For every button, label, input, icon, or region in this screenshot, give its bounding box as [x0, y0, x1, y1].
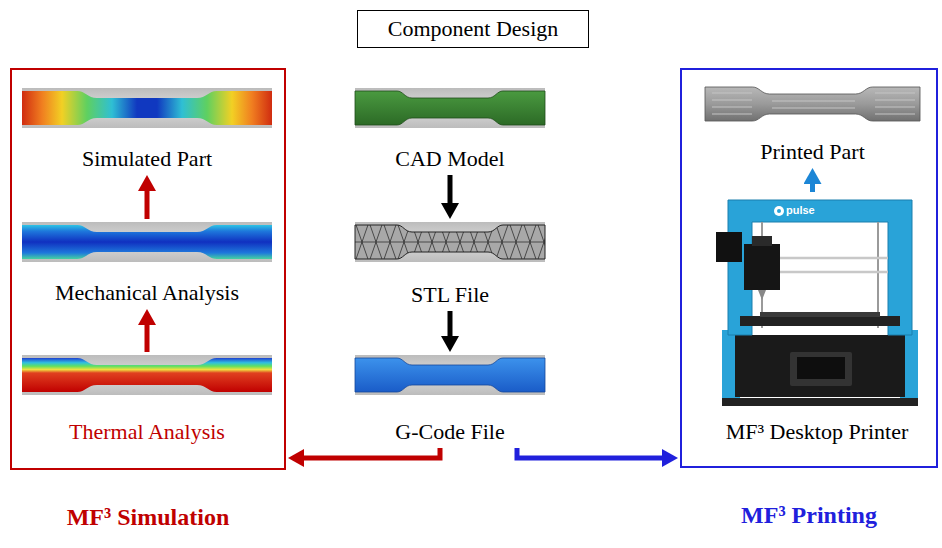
stage-caption: Simulated Part	[22, 146, 272, 172]
stl-mesh-image	[355, 225, 545, 259]
stl-mesh-image	[355, 222, 545, 262]
stage-caption: Mechanical Analysis	[22, 280, 272, 306]
simulated-part-image	[22, 91, 272, 125]
design-box: Component Design	[357, 10, 589, 48]
printing-panel: MF³ PrintingPrinted PartMF³ Desktop Prin…	[680, 68, 938, 468]
gcode-image	[355, 355, 545, 395]
stage-caption: G-Code File	[355, 419, 545, 445]
stage-image: Printed Part	[705, 80, 920, 165]
stage-image: Mechanical Analysis	[22, 222, 272, 306]
simulation-panel: MF³ SimulationSimulated PartMechanical A…	[10, 68, 286, 470]
printer-illustration	[774, 206, 784, 216]
flow-arrow	[145, 191, 150, 219]
stage-caption: Thermal Analysis	[22, 419, 272, 445]
gcode-image	[355, 358, 545, 392]
printer-illustration	[790, 352, 852, 386]
printed-part-image	[712, 93, 915, 114]
printer-illustration	[735, 335, 905, 397]
printer-illustration	[728, 200, 912, 335]
stage-caption: CAD Model	[355, 146, 545, 172]
printer-illustration	[752, 236, 772, 246]
flow-arrow	[517, 448, 662, 458]
thermal-analysis-image	[22, 355, 272, 395]
printer-illustration	[744, 244, 780, 290]
flow-arrow	[810, 184, 815, 192]
stl-mesh-image	[355, 222, 545, 262]
stage-image: STL File	[355, 222, 545, 308]
mechanical-analysis-image	[22, 225, 272, 259]
flow-arrow	[304, 448, 440, 458]
flow-arrow	[145, 325, 150, 352]
stage-image: Thermal Analysis	[22, 355, 272, 445]
stage-image: CAD Model	[355, 88, 545, 172]
panel-heading: MF³ Printing	[682, 500, 936, 530]
cad-model-image	[355, 88, 545, 128]
mechanical-analysis-image	[22, 222, 272, 262]
panel-heading: MF³ Simulation	[12, 502, 284, 532]
printer-illustration	[758, 290, 766, 300]
thermal-analysis-image	[22, 355, 272, 395]
simulated-part-image	[22, 88, 272, 128]
printer-illustration	[716, 200, 918, 406]
printed-part-image	[705, 87, 920, 121]
logo-text: pulse	[786, 204, 815, 217]
printed-part-image	[705, 87, 920, 121]
printer-illustration	[760, 312, 880, 317]
printer-illustration	[797, 357, 845, 379]
stage-caption: Printed Part	[705, 139, 920, 165]
stage-caption: STL File	[355, 282, 545, 308]
thermal-analysis-image	[22, 358, 272, 392]
cad-model-image	[355, 88, 545, 128]
mechanical-analysis-image	[22, 222, 272, 262]
flow-arrow	[448, 311, 453, 336]
stage-image: G-Code File	[355, 355, 545, 445]
cad-model-image	[355, 91, 545, 125]
box-label: Component Design	[358, 16, 588, 42]
flow-arrow	[448, 175, 453, 203]
stage-image: Simulated Part	[22, 88, 272, 172]
simulated-part-image	[22, 88, 272, 128]
printer-illustration	[740, 316, 900, 326]
stage-caption: MF³ Desktop Printer	[697, 419, 937, 445]
printer-illustration	[722, 398, 918, 406]
printer-illustration	[716, 232, 742, 262]
printer-box: MF³ Desktop Printer	[697, 195, 937, 445]
gcode-image	[355, 355, 545, 395]
printer-illustration	[777, 209, 781, 213]
